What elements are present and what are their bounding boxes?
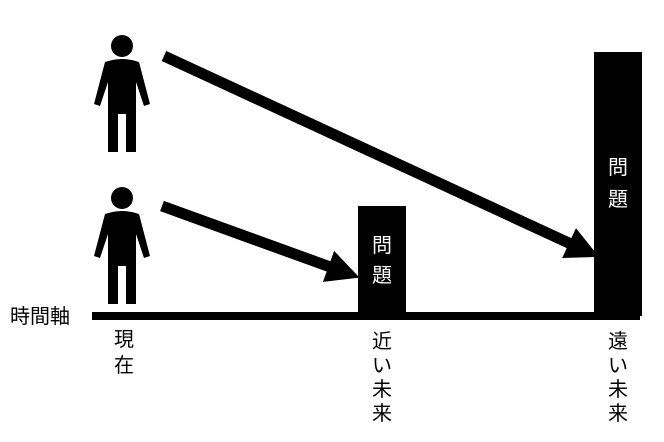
- near-problem-char-1: 問: [372, 233, 392, 257]
- near-problem-block: [358, 206, 406, 316]
- far-future-label-char-4: 来: [608, 401, 628, 425]
- present-label-char-1: 現: [114, 327, 134, 351]
- person-icon: [94, 187, 150, 304]
- present-label-char-2: 在: [114, 353, 134, 377]
- time-axis-label: 時間軸: [10, 304, 70, 328]
- far-problem-char-1: 問: [608, 155, 628, 179]
- person-icon: [94, 35, 150, 152]
- near-future-label-char-3: 未: [372, 377, 392, 401]
- far-problem-block: [594, 52, 642, 316]
- far-future-label-char-2: い: [608, 353, 628, 377]
- far-future-label-char-3: 未: [608, 377, 628, 401]
- near-problem-char-2: 題: [372, 263, 392, 287]
- arrow-to-far-problem: [161, 51, 599, 259]
- far-future-label-char-1: 遠: [608, 329, 628, 353]
- near-future-label-char-1: 近: [372, 329, 392, 353]
- near-future-label-char-2: い: [372, 353, 392, 377]
- far-problem-char-2: 題: [608, 187, 628, 211]
- near-future-label-char-4: 来: [372, 401, 392, 425]
- arrow-to-near-problem: [160, 200, 360, 282]
